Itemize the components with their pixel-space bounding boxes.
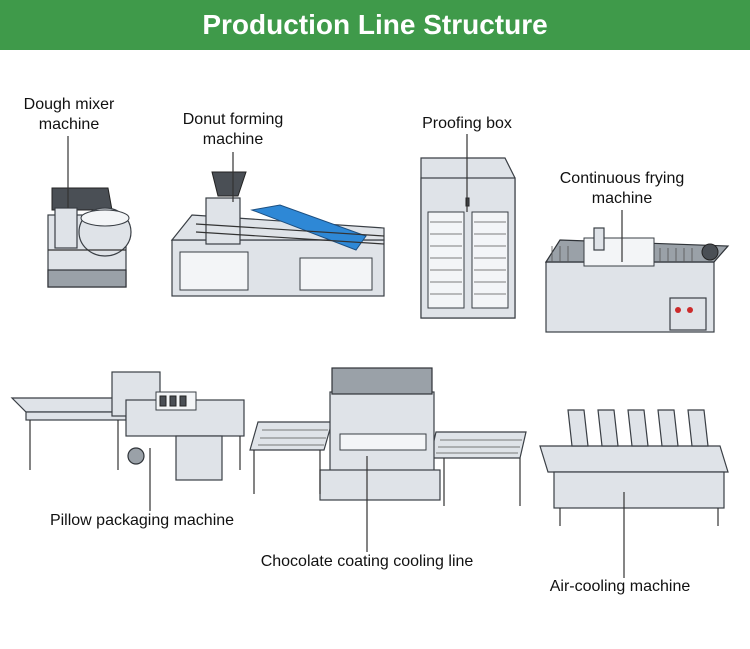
continuous-frying-label: Continuous frying machine xyxy=(545,169,699,209)
continuous-frying-illustration xyxy=(544,227,730,333)
continuous-frying-label-line2: machine xyxy=(591,190,653,207)
dough-mixer-label-line1: Dough mixer xyxy=(23,96,115,113)
donut-forming-label: Donut forming machine xyxy=(168,110,298,150)
page-title: Production Line Structure xyxy=(202,9,548,40)
chocolate-coating-label: Chocolate coating cooling line xyxy=(260,553,474,570)
proofing-box-label: Proofing box xyxy=(422,115,512,132)
air-cooling-illustration xyxy=(539,409,729,526)
chocolate-coating-illustration xyxy=(249,367,527,506)
donut-forming-label-line1: Donut forming xyxy=(182,111,284,128)
dough-mixer-illustration xyxy=(47,187,132,288)
donut-forming-illustration xyxy=(170,171,385,297)
callout-lines xyxy=(67,134,625,578)
pillow-packaging-label: Pillow packaging machine xyxy=(49,512,235,529)
title-banner-background xyxy=(0,0,750,50)
title-banner: Production Line Structure xyxy=(0,0,750,56)
dough-mixer-label: Dough mixer machine xyxy=(10,95,128,135)
air-cooling-label: Air-cooling machine xyxy=(549,578,691,595)
proofing-box-illustration xyxy=(420,157,516,319)
dough-mixer-label-line2: machine xyxy=(38,116,100,133)
pillow-packaging-illustration xyxy=(10,371,245,481)
donut-forming-label-line2: machine xyxy=(202,131,264,148)
continuous-frying-label-line1: Continuous frying xyxy=(559,170,685,187)
